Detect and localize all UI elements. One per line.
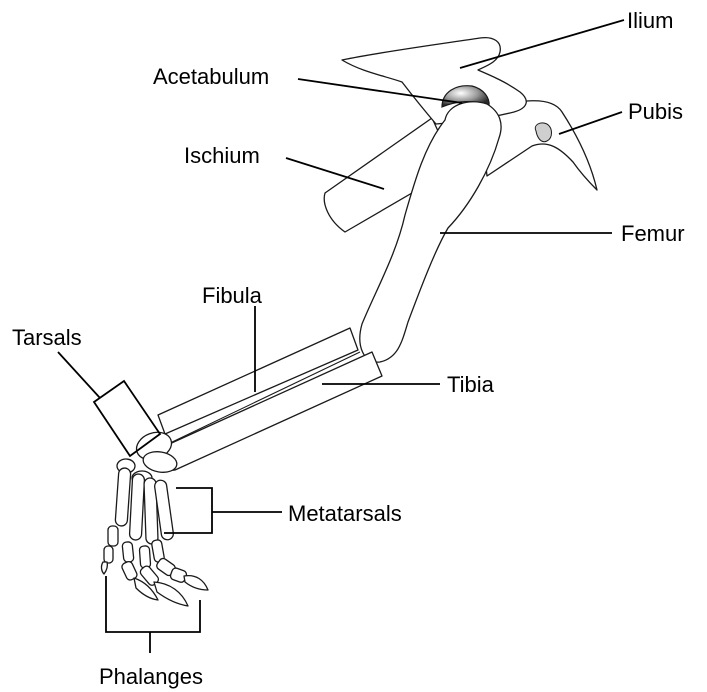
pubis-label: Pubis xyxy=(628,99,683,124)
metatarsals-label: Metatarsals xyxy=(288,501,402,526)
metatarsals-bracket xyxy=(164,488,282,533)
ilium-label: Ilium xyxy=(627,8,673,33)
ilium-bone xyxy=(342,38,526,124)
fibula-label: Fibula xyxy=(202,283,263,308)
acetabulum-label: Acetabulum xyxy=(153,64,269,89)
tibia-label: Tibia xyxy=(447,372,495,397)
phalanges-label: Phalanges xyxy=(99,664,203,689)
ischium-label: Ischium xyxy=(184,143,260,168)
phalanges-bracket xyxy=(106,576,200,653)
tarsals-label: Tarsals xyxy=(12,325,82,350)
femur-label: Femur xyxy=(621,221,685,246)
